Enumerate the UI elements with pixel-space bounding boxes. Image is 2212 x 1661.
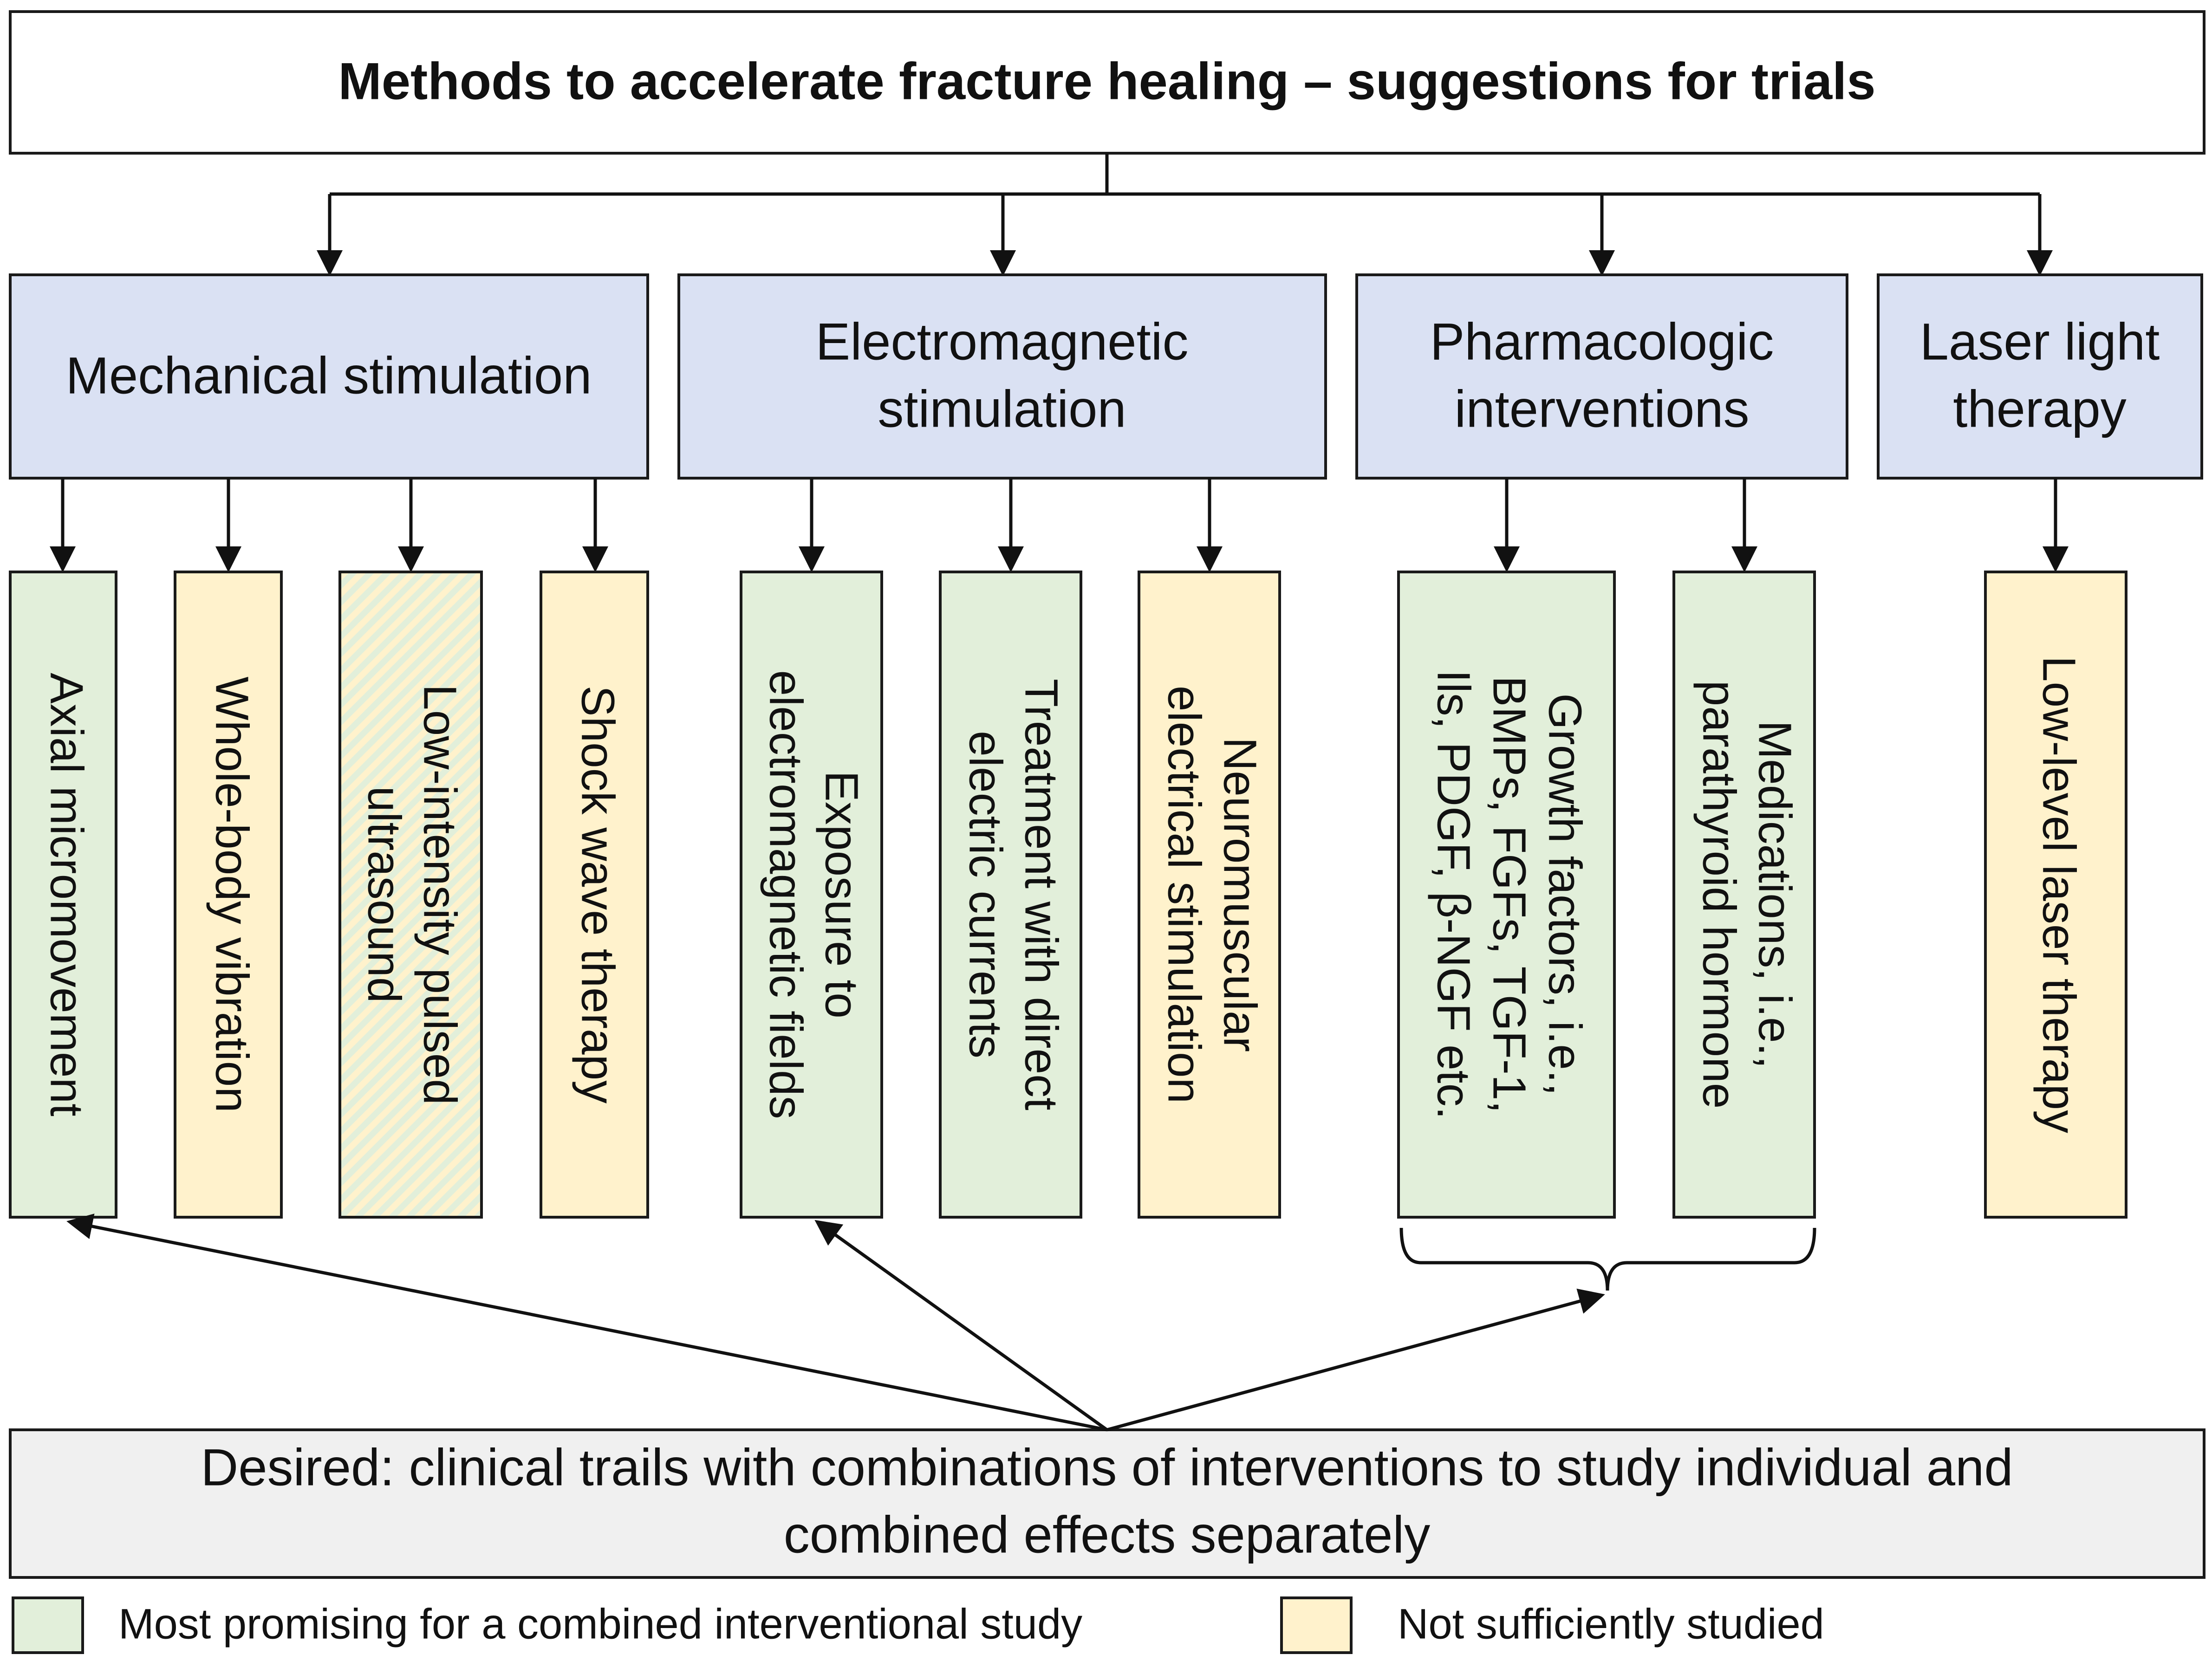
category-mechanical: Mechanical stimulation — [9, 273, 649, 480]
desired-text-line1: Desired: clinical trails with combinatio… — [201, 1439, 2013, 1497]
desired-text-line2: combined effects separately — [784, 1506, 1431, 1564]
leaf-growth-factors-label-line2: BMPs, FGFs, TGF-1, — [1483, 676, 1535, 1114]
category-pharmacologic-label-line1: Pharmacologic — [1430, 313, 1774, 371]
leaf-direct-electric-currents: Treatment with direct electric currents — [939, 571, 1082, 1219]
leaf-shock-wave-therapy-label: Shock wave therapy — [572, 686, 624, 1104]
leaf-low-intensity-pulsed-ultrasound: Low-intensity pulsed ultrasound — [338, 571, 483, 1219]
diagram-title: Methods to accelerate fracture healing –… — [338, 52, 1875, 110]
leaf-whole-body-vibration: Whole-body vibration — [174, 571, 283, 1219]
leaf-direct-electric-currents-label-line2: electric currents — [960, 731, 1012, 1058]
leaf-direct-electric-currents-label-line1: Treatment with direct — [1015, 679, 1067, 1110]
leaf-medications-label-line2: parathyroid hormone — [1693, 681, 1745, 1109]
legend-insufficient-swatch — [1280, 1596, 1353, 1654]
category-laser: Laser light therapy — [1877, 273, 2203, 480]
leaf-exposure-electromagnetic-fields-label-line1: Exposure to — [816, 771, 868, 1019]
legend: Most promising for a combined interventi… — [12, 1596, 1824, 1654]
pharmacologic-brace — [1399, 1227, 1816, 1291]
leaf-axial-micromovement: Axial micromovement — [9, 571, 117, 1219]
leaf-neuromuscular-stimulation-label-line1: Neuromuscular — [1214, 737, 1266, 1052]
leaf-neuromuscular-stimulation: Neuromuscular electrical stimulation — [1138, 571, 1281, 1219]
category-laser-label-line2: therapy — [1953, 380, 2127, 438]
category-laser-label-line1: Laser light — [1920, 313, 2160, 371]
category-electromagnetic-label-line1: Electromagnetic — [815, 313, 1188, 371]
category-connectors — [50, 478, 2069, 572]
leaf-low-level-laser-therapy-label: Low-level laser therapy — [2033, 656, 2085, 1133]
desired-box: Desired: clinical trails with combinatio… — [9, 1428, 2205, 1579]
leaf-exposure-electromagnetic-fields: Exposure to electromagnetic fields — [740, 571, 883, 1219]
category-mechanical-label: Mechanical stimulation — [66, 347, 592, 405]
category-electromagnetic-label-line2: stimulation — [878, 380, 1126, 438]
leaf-medications: Medications, i.e., parathyroid hormone — [1672, 571, 1816, 1219]
legend-promising-label: Most promising for a combined interventi… — [118, 1600, 1082, 1648]
leaf-low-level-laser-therapy: Low-level laser therapy — [1984, 571, 2127, 1219]
category-pharmacologic-label-line2: interventions — [1454, 380, 1749, 438]
leaf-low-intensity-pulsed-ultrasound-label-line1: Low-intensity pulsed — [414, 684, 466, 1105]
leaf-growth-factors: Growth factors, i.e., BMPs, FGFs, TGF-1,… — [1397, 571, 1616, 1219]
category-pharmacologic: Pharmacologic interventions — [1355, 273, 1848, 480]
leaf-growth-factors-label-line3: Ils, PDGF, β-NGF etc. — [1428, 670, 1480, 1120]
leaf-neuromuscular-stimulation-label-line2: electrical stimulation — [1158, 686, 1210, 1103]
title-connectors — [317, 153, 2053, 276]
leaf-axial-micromovement-label: Axial micromovement — [41, 673, 93, 1116]
leaf-growth-factors-label-line1: Growth factors, i.e., — [1539, 694, 1591, 1096]
leaf-medications-label-line1: Medications, i.e., — [1749, 720, 1801, 1069]
combination-arrows — [66, 1213, 1605, 1432]
title-box: Methods to accelerate fracture healing –… — [9, 10, 2205, 155]
leaf-exposure-electromagnetic-fields-label-line2: electromagnetic fields — [760, 670, 812, 1119]
leaf-shock-wave-therapy: Shock wave therapy — [540, 571, 649, 1219]
legend-insufficient-label: Not sufficiently studied — [1398, 1600, 1824, 1648]
legend-promising-swatch — [12, 1596, 84, 1654]
leaf-whole-body-vibration-label: Whole-body vibration — [206, 676, 258, 1112]
leaf-low-intensity-pulsed-ultrasound-label-line2: ultrasound — [358, 786, 410, 1003]
category-electromagnetic: Electromagnetic stimulation — [677, 273, 1327, 480]
